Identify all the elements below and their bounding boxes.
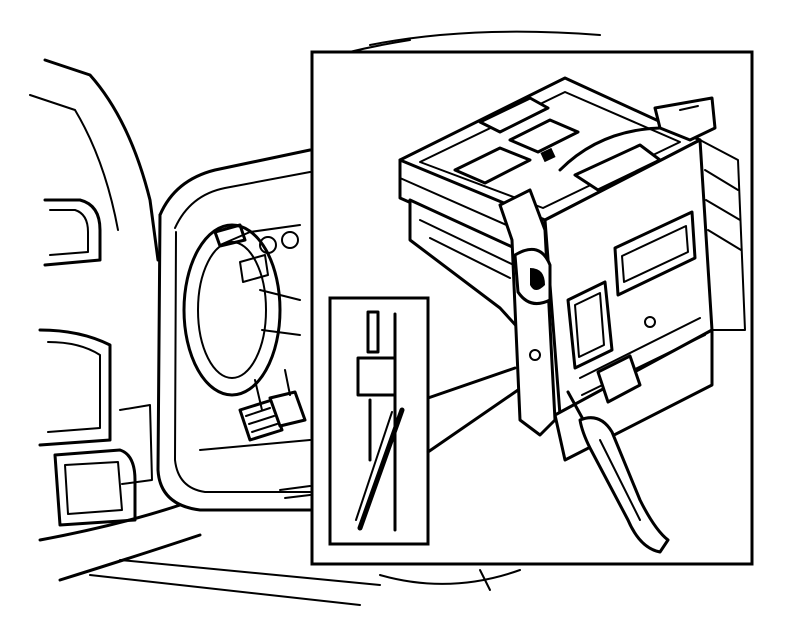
gauge-1 <box>259 236 277 254</box>
lower-connector <box>596 354 642 404</box>
door-frame-top <box>158 148 312 217</box>
detail-inset-content <box>355 310 405 532</box>
running-board-3 <box>89 574 361 606</box>
door-bottom <box>38 503 182 542</box>
module-housing-back <box>699 139 746 331</box>
floor-line <box>199 439 311 451</box>
module-lower-lines <box>419 219 521 279</box>
bracket-hole <box>679 105 699 111</box>
connector-pin <box>540 147 556 163</box>
inset-screwdriver-blade-2 <box>355 411 393 521</box>
door-frame-front <box>156 213 312 512</box>
dash-top <box>219 224 301 246</box>
inset-screwdriver-blade-1 <box>357 407 405 531</box>
leader-line-upper <box>426 366 517 400</box>
connector-slot-4 <box>478 96 550 134</box>
door-armrest-inner <box>64 461 123 515</box>
steering-column <box>259 289 301 336</box>
accelerator-pedal <box>268 390 307 428</box>
vehicle-background <box>29 30 601 606</box>
door-panel-pocket-inner <box>47 341 101 433</box>
roof-line <box>369 30 601 46</box>
door-frame-top-inner <box>174 171 311 229</box>
door-armrest <box>53 448 137 527</box>
rear-pillar-inner <box>29 94 119 231</box>
door-handle-recess <box>119 404 153 485</box>
sill-plate <box>279 485 311 499</box>
screwdriver-handle-ridge <box>599 439 641 521</box>
module-label-plate <box>613 210 697 297</box>
pedal-arms <box>254 369 291 411</box>
dash-switch <box>239 254 269 283</box>
seat-headrest-inner <box>49 209 89 256</box>
brake-pedal-ribs <box>245 407 278 433</box>
dash-vent <box>213 223 247 248</box>
leader-line-lower <box>426 388 520 454</box>
module-strap <box>558 126 662 172</box>
latch-pivot <box>529 349 541 361</box>
connector-slot-2 <box>508 118 580 154</box>
wheel-arch-tick <box>479 569 491 591</box>
seat-headrest <box>43 198 102 267</box>
screwdriver <box>566 390 670 554</box>
module-label-inner <box>621 225 689 283</box>
door-frame-inner <box>174 231 311 493</box>
housing-ribs <box>704 169 742 251</box>
rear-pillar <box>43 58 160 262</box>
front-wheel-arch <box>379 569 521 585</box>
latch-release-dot <box>530 268 545 290</box>
side-connector-inner <box>574 292 605 358</box>
inset-latch-slot <box>366 310 380 354</box>
housing-screw <box>644 316 656 328</box>
steering-wheel-inner <box>197 241 267 379</box>
mounting-bracket <box>653 96 717 142</box>
screwdriver-handle <box>578 416 670 554</box>
gauge-2 <box>281 231 299 249</box>
steering-wheel-rim <box>182 223 282 397</box>
door-panel-pocket <box>38 328 112 447</box>
running-board-1 <box>58 533 202 582</box>
running-board-2 <box>119 559 381 586</box>
connector-slot-1 <box>453 146 532 185</box>
